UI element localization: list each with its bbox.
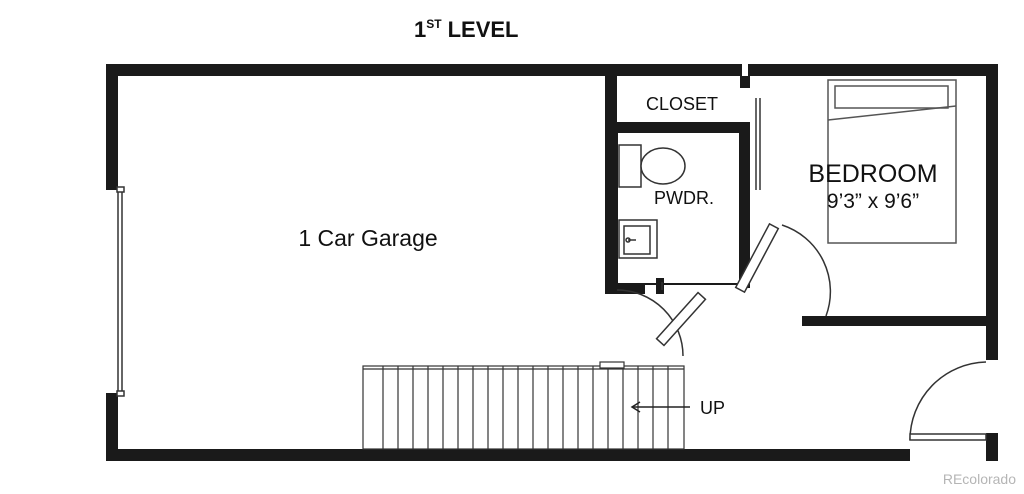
sink-icon [618, 219, 658, 259]
closet-label: CLOSET [646, 94, 718, 114]
bed [827, 79, 957, 244]
title-prefix: 1 [414, 17, 426, 42]
interior-walls [605, 76, 988, 326]
bedroom-label: BEDROOM [808, 160, 937, 188]
watermark: REcolorado [943, 471, 1016, 487]
stairs-up-label: UP [700, 398, 725, 418]
title-suffix: LEVEL [448, 17, 519, 42]
bedroom-dimensions: 9’3” x 9’6” [827, 190, 919, 213]
powder-room-outline [616, 131, 741, 285]
garage-door [116, 186, 125, 397]
toilet-icon [618, 144, 686, 188]
garage-label: 1 Car Garage [298, 225, 437, 251]
doors [616, 222, 987, 441]
up-arrow-icon [630, 401, 690, 413]
powder-label: PWDR. [654, 188, 714, 208]
plan-title: 1ST LEVEL [414, 17, 519, 42]
title-superscript: ST [426, 17, 442, 31]
closet-door [755, 98, 761, 190]
stairs [362, 361, 685, 450]
outer-walls [106, 64, 998, 461]
